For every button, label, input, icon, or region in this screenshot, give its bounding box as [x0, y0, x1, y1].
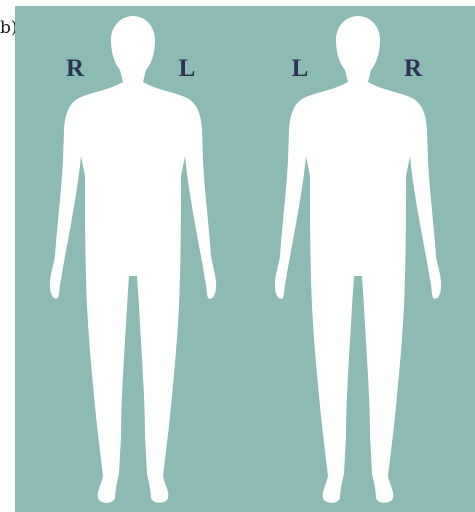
- back-view-side-right-label: R: [404, 55, 423, 82]
- body-diagram-panel: R L L R: [15, 6, 475, 512]
- body-diagram: R L L R: [15, 6, 475, 512]
- back-view-side-left-label: L: [292, 55, 309, 82]
- front-view-side-left-label: R: [66, 55, 85, 82]
- front-view-side-right-label: L: [179, 55, 196, 82]
